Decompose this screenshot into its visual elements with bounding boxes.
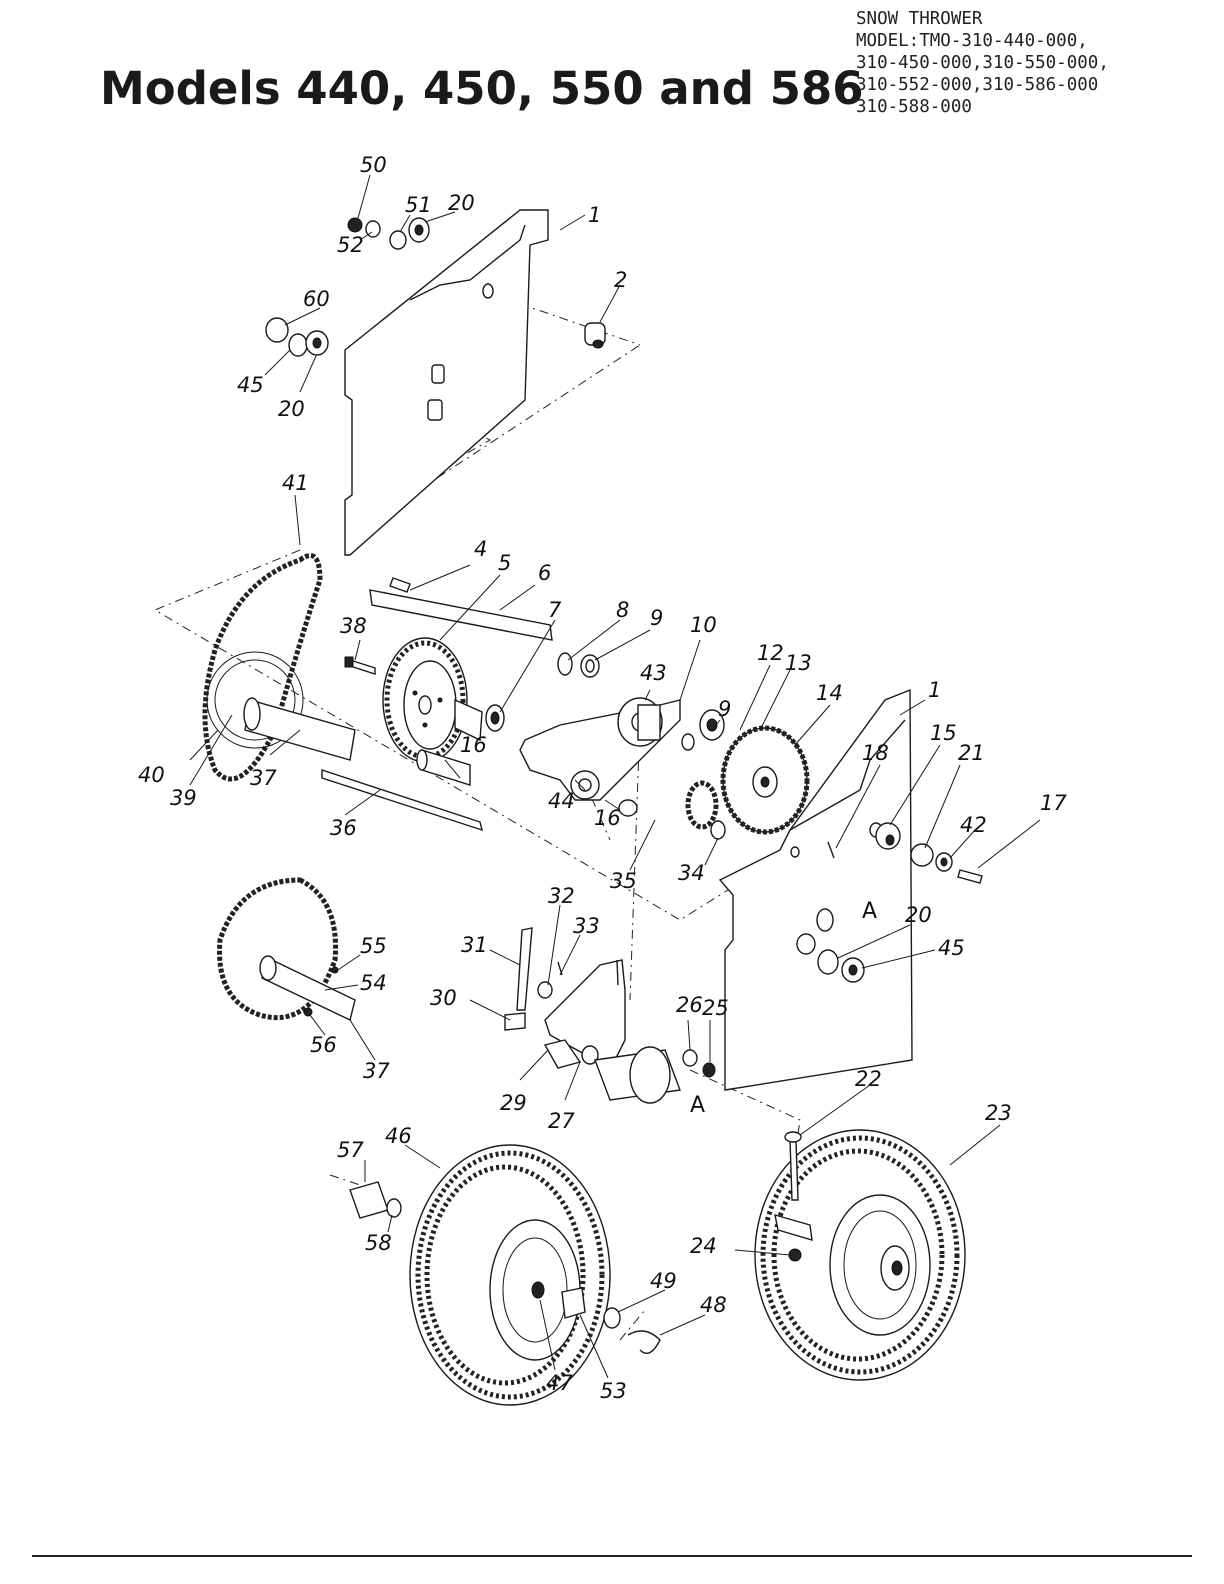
callout-9: 9 bbox=[650, 606, 663, 630]
callout-33: 33 bbox=[573, 914, 600, 938]
callout-44: 44 bbox=[548, 789, 575, 813]
callout-53: 53 bbox=[600, 1379, 627, 1403]
callout-20: 20 bbox=[278, 397, 305, 421]
callout-47: 47 bbox=[546, 1371, 573, 1395]
axle-shaft bbox=[243, 697, 356, 761]
callout-39: 39 bbox=[170, 786, 197, 810]
lower-side-plate bbox=[718, 688, 913, 1091]
callout-57: 57 bbox=[337, 1138, 364, 1162]
callout-17: 17 bbox=[1040, 791, 1067, 815]
lower-chain-assembly bbox=[217, 877, 356, 1022]
callout-22: 22 bbox=[855, 1067, 882, 1091]
callout-6: 6 bbox=[538, 561, 551, 585]
upper-hardware bbox=[265, 217, 606, 357]
callout-1: 1 bbox=[928, 678, 941, 702]
callout-8: 8 bbox=[616, 598, 629, 622]
washer bbox=[618, 799, 638, 817]
callout-7: 7 bbox=[548, 598, 562, 622]
callout-20: 20 bbox=[905, 903, 932, 927]
callout-13: 13 bbox=[785, 651, 812, 675]
model-line: 310-588-000 bbox=[856, 97, 972, 117]
callout-42: 42 bbox=[960, 813, 987, 837]
callout-55: 55 bbox=[360, 934, 387, 958]
callout-35: 35 bbox=[610, 869, 637, 893]
bolt bbox=[344, 656, 376, 675]
washers-8-9 bbox=[557, 652, 600, 678]
callout-10: 10 bbox=[690, 613, 717, 637]
ref-mark-a: A bbox=[862, 899, 877, 924]
callout-51: 51 bbox=[405, 193, 432, 217]
upper-side-plate bbox=[344, 209, 549, 556]
callout-29: 29 bbox=[500, 1091, 527, 1115]
callout-16: 16 bbox=[594, 806, 621, 830]
callout-46: 46 bbox=[385, 1124, 412, 1148]
callout-52: 52 bbox=[337, 233, 364, 257]
shift-lever-assembly bbox=[504, 927, 716, 1104]
leader-lines bbox=[189, 174, 1041, 1379]
callout-49: 49 bbox=[650, 1269, 677, 1293]
callout-38: 38 bbox=[340, 614, 367, 638]
callout-43: 43 bbox=[640, 661, 667, 685]
callout-45: 45 bbox=[938, 936, 965, 960]
callout-37: 37 bbox=[363, 1059, 390, 1083]
callout-37: 37 bbox=[250, 766, 277, 790]
callout-4: 4 bbox=[474, 537, 487, 561]
callout-26: 26 bbox=[676, 993, 703, 1017]
small-sprocket bbox=[685, 780, 726, 840]
left-wheel bbox=[349, 1144, 661, 1406]
large-sprocket bbox=[720, 725, 810, 835]
model-info-block: SNOW THROWER MODEL:TMO-310-440-000, 310-… bbox=[856, 8, 1109, 118]
drive-chain-and-sprocket bbox=[202, 553, 323, 782]
callout-30: 30 bbox=[430, 986, 457, 1010]
callout-20: 20 bbox=[448, 191, 475, 215]
support-bracket bbox=[519, 697, 681, 801]
callout-12: 12 bbox=[757, 641, 784, 665]
page-title: Models 440, 450, 550 and 586 bbox=[100, 62, 864, 115]
callout-1: 1 bbox=[588, 203, 601, 227]
callout-25: 25 bbox=[702, 996, 729, 1020]
callout-41: 41 bbox=[282, 471, 309, 495]
model-line: MODEL:TMO-310-440-000, bbox=[856, 31, 1088, 51]
callout-2: 2 bbox=[614, 268, 627, 292]
friction-wheel bbox=[382, 637, 505, 763]
callout-48: 48 bbox=[700, 1293, 727, 1317]
top-shaft bbox=[369, 577, 553, 641]
callout-24: 24 bbox=[690, 1234, 717, 1258]
callout-labels: 50 51 20 52 60 45 20 1 2 41 4 5 6 7 8 9 … bbox=[138, 153, 1067, 1403]
callout-60: 60 bbox=[303, 287, 330, 311]
model-line: 310-450-000,310-550-000, bbox=[856, 53, 1109, 73]
callout-58: 58 bbox=[365, 1231, 392, 1255]
callout-21: 21 bbox=[958, 741, 985, 765]
right-wheel bbox=[754, 1129, 966, 1381]
callout-40: 40 bbox=[138, 763, 165, 787]
callout-23: 23 bbox=[985, 1101, 1012, 1125]
ref-mark-a: A bbox=[690, 1093, 705, 1118]
callout-56: 56 bbox=[310, 1033, 337, 1057]
callout-36: 36 bbox=[330, 816, 357, 840]
callout-27: 27 bbox=[548, 1109, 575, 1133]
callout-31: 31 bbox=[461, 933, 488, 957]
callout-32: 32 bbox=[548, 884, 575, 908]
right-hardware bbox=[796, 822, 983, 983]
model-line: 310-552-000,310-586-000 bbox=[856, 75, 1099, 95]
callout-54: 54 bbox=[360, 971, 387, 995]
callout-18: 18 bbox=[862, 741, 889, 765]
callout-9: 9 bbox=[718, 697, 731, 721]
callout-45: 45 bbox=[237, 373, 264, 397]
callout-14: 14 bbox=[816, 681, 843, 705]
callout-16: 16 bbox=[460, 733, 487, 757]
callout-34: 34 bbox=[678, 861, 705, 885]
bottom-rule bbox=[32, 1555, 1192, 1557]
bearing-assembly bbox=[681, 709, 725, 751]
callout-15: 15 bbox=[930, 721, 957, 745]
callout-50: 50 bbox=[360, 153, 387, 177]
model-line: SNOW THROWER bbox=[856, 9, 983, 29]
callout-5: 5 bbox=[498, 551, 511, 575]
hex-shaft bbox=[321, 769, 483, 832]
